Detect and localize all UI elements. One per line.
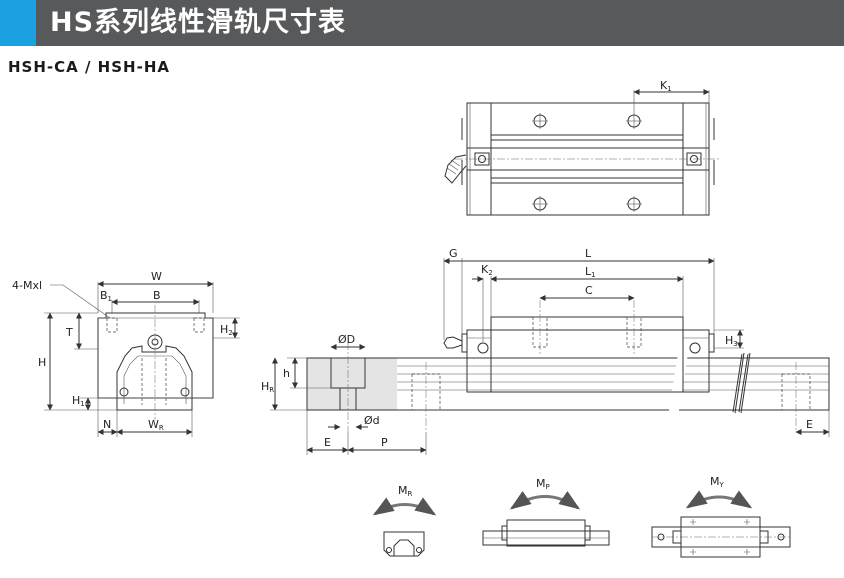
label-k1: K1 <box>660 79 672 93</box>
label-e-left: E <box>324 436 331 449</box>
label-4-mxl: 4-Mxl <box>12 279 42 292</box>
moment-my-icon: MY <box>651 475 791 558</box>
label-p: P <box>381 436 388 449</box>
top-mounting-holes <box>532 113 642 212</box>
label-n: N <box>103 418 111 431</box>
side-view: L G L1 K2 C H3 ØD h HR Ød E P <box>261 247 830 455</box>
label-e-right: E <box>806 418 813 431</box>
label-h-small: h <box>283 367 290 380</box>
label-g: G <box>449 247 458 260</box>
page-title: HS系列线性滑轨尺寸表 <box>50 7 347 38</box>
label-b1: B1 <box>100 289 112 303</box>
label-hr: HR <box>261 380 274 394</box>
header-accent <box>0 0 36 46</box>
label-wr: WR <box>148 418 164 432</box>
front-view: W B B1 4-Mxl H T H1 H2 N WR <box>12 270 240 437</box>
label-w: W <box>151 270 162 283</box>
model-subtitle: HSH-CA / HSH-HA <box>8 58 170 76</box>
block-end-outline <box>97 312 214 399</box>
block-side <box>466 329 710 393</box>
svg-text:MR: MR <box>398 484 413 498</box>
top-view: K1 <box>444 79 720 216</box>
moment-mp-icon: MP <box>482 477 610 547</box>
label-k2: K2 <box>481 263 493 277</box>
rail-body <box>306 357 830 411</box>
rail-profile <box>116 345 193 411</box>
svg-text:MY: MY <box>710 475 725 489</box>
label-l: L <box>585 247 592 260</box>
label-c: C <box>585 284 593 297</box>
moment-mr-icon: MR <box>372 484 437 557</box>
label-od: ØD <box>338 333 355 346</box>
label-h1: H1 <box>72 394 85 408</box>
label-h3: H3 <box>725 334 738 348</box>
svg-text:MP: MP <box>536 477 550 491</box>
label-h: H <box>38 356 46 369</box>
grease-nipple-icon <box>444 154 467 184</box>
rail-section-shade <box>307 358 397 410</box>
label-b: B <box>153 289 161 302</box>
label-l1: L1 <box>585 265 596 279</box>
label-t: T <box>65 326 73 339</box>
label-od-small: Ød <box>364 414 380 427</box>
label-h2: H2 <box>220 323 233 337</box>
header-bar: HS系列线性滑轨尺寸表 <box>0 0 844 46</box>
